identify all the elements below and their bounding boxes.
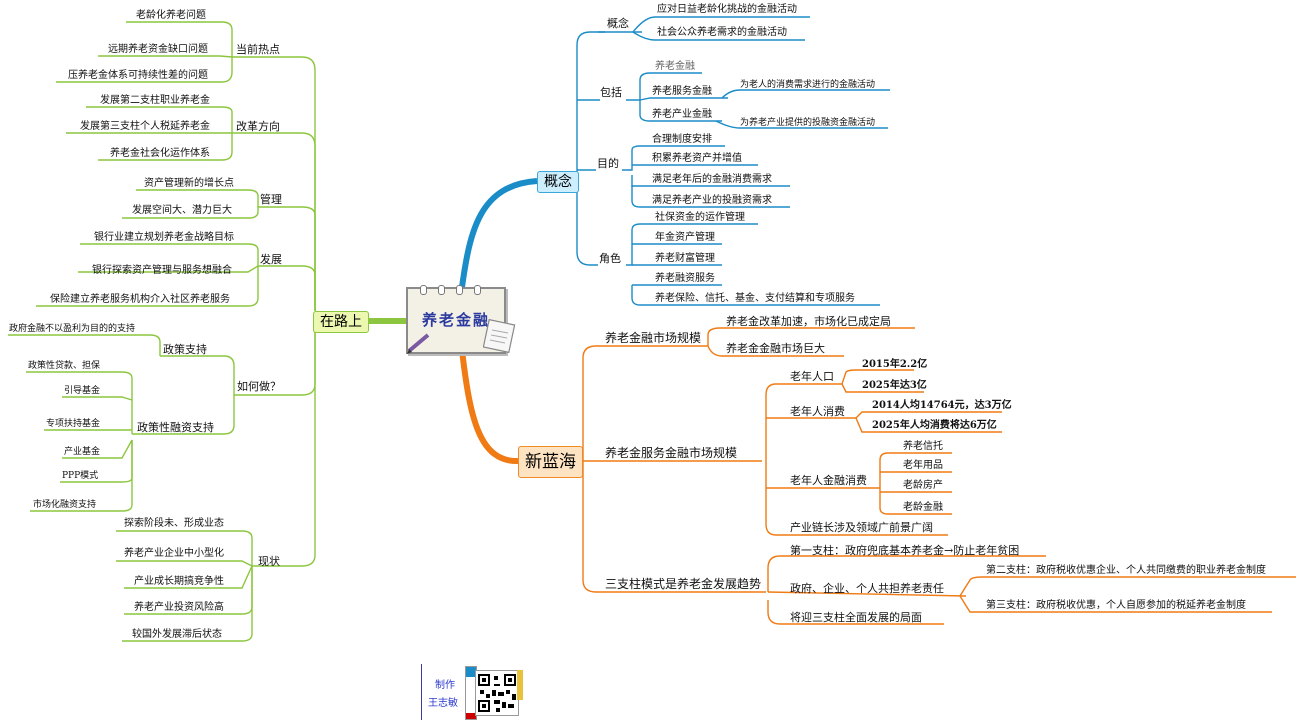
leaf[interactable]: 市场化融资支持: [33, 500, 97, 510]
leaf[interactable]: 政策性贷款、担保: [28, 361, 101, 371]
binder-ring-icon: [474, 285, 481, 295]
leaf[interactable]: 保险建立养老服务机构介入社区养老服务: [50, 294, 230, 305]
binder-ring-icon: [456, 285, 463, 295]
leaf-note[interactable]: 为养老产业提供的投融资金融活动: [740, 118, 876, 128]
node-xz[interactable]: 现状: [258, 555, 280, 568]
leaf[interactable]: 2014人均14764元，达3万亿: [872, 400, 1012, 411]
node-rz[interactable]: 政策性融资支持: [137, 421, 214, 434]
leaf[interactable]: 社会公众养老需求的金融活动: [657, 27, 787, 38]
leaf[interactable]: 较国外发展滞后状态: [132, 629, 222, 640]
leaf[interactable]: 产业基金: [64, 447, 101, 457]
credit-divider: [421, 664, 422, 720]
credit-line2: 王志敏: [428, 698, 458, 709]
leaf[interactable]: 养老财富管理: [655, 253, 715, 264]
leaf[interactable]: 养老金社会化运作体系: [110, 148, 210, 159]
leaf[interactable]: 2025年人均消费将达6万亿: [872, 420, 997, 431]
binder-ring-icon: [420, 285, 427, 295]
leaf[interactable]: 养老金改革加速，市场化已成定局: [726, 315, 891, 328]
node-gn[interactable]: 概念: [607, 17, 629, 30]
node-js[interactable]: 角色: [599, 252, 621, 265]
node-zr[interactable]: 政府、企业、个人共担养老责任: [790, 582, 944, 595]
node-zc[interactable]: 政策支持: [163, 343, 207, 356]
leaf[interactable]: 发展第二支柱职业养老金: [100, 95, 210, 106]
leaf[interactable]: 老龄金融: [903, 502, 943, 513]
leaf[interactable]: 压养老金体系可持续性差的问题: [68, 70, 208, 81]
node-jr[interactable]: 老年人金融消费: [790, 474, 867, 487]
leaf[interactable]: 老龄房产: [903, 480, 943, 491]
leaf[interactable]: 银行业建立规划养老金战略目标: [94, 232, 234, 243]
leaf[interactable]: 应对日益老龄化挑战的金融活动: [657, 4, 797, 15]
leaf[interactable]: 养老信托: [903, 441, 943, 452]
accent-strip: [517, 670, 523, 700]
leaf[interactable]: 养老金融: [655, 61, 695, 72]
leaf[interactable]: 养老保险、信托、基金、支付结算和专项服务: [655, 293, 855, 304]
leaf[interactable]: 政府金融不以盈利为目的的支持: [9, 324, 136, 334]
topic-lanhai[interactable]: 新蓝海: [518, 446, 583, 478]
leaf[interactable]: 第一支柱：政府兜底基本养老金→防止老年贫困: [790, 544, 1020, 557]
node-gl[interactable]: 管理: [260, 193, 282, 206]
leaf[interactable]: 2025年达3亿: [862, 380, 927, 391]
leaf[interactable]: 远期养老资金缺口问题: [108, 44, 208, 55]
central-topic-title: 养老金融: [421, 311, 490, 329]
topic-lushang[interactable]: 在路上: [313, 311, 369, 333]
node-hz[interactable]: 如何做？: [237, 380, 281, 393]
pencil-icon: [407, 333, 430, 354]
leaf[interactable]: 养老融资服务: [655, 273, 715, 284]
credit-box: 制作 王志敏: [421, 664, 523, 720]
leaf[interactable]: 银行探索资产管理与服务想融合: [92, 265, 232, 276]
leaf[interactable]: 养老产业金融: [652, 109, 712, 120]
leaf[interactable]: 第二支柱：政府税收优惠企业、个人共同缴费的职业养老金制度: [986, 565, 1266, 576]
leaf[interactable]: 积累养老资产并增值: [652, 153, 742, 164]
topic-gainian[interactable]: 概念: [537, 171, 579, 193]
node-xf[interactable]: 老年人消费: [790, 405, 845, 418]
leaf[interactable]: 引导基金: [64, 386, 101, 396]
node-fw[interactable]: 养老金服务金融市场规模: [605, 446, 738, 460]
node-rk[interactable]: 老年人口: [790, 370, 834, 383]
node-cy[interactable]: 产业链长涉及领域广前景广阔: [790, 521, 933, 534]
leaf[interactable]: 社保资金的运作管理: [655, 212, 745, 223]
leaf[interactable]: 发展第三支柱个人税延养老金: [80, 121, 210, 132]
leaf[interactable]: 满足老年后的金融消费需求: [652, 174, 772, 185]
leaf[interactable]: 产业成长期搞竞争性: [134, 576, 224, 587]
node-sc[interactable]: 养老金融市场规模: [605, 331, 702, 345]
central-topic-note[interactable]: 养老金融: [406, 285, 516, 354]
color-strip: [465, 666, 477, 720]
leaf[interactable]: 老龄化养老问题: [136, 10, 206, 21]
node-sz[interactable]: 三支柱模式是养老金发展趋势: [605, 577, 762, 591]
leaf[interactable]: 资产管理新的增长点: [144, 178, 234, 189]
qr-code-icon: [475, 670, 519, 716]
leaf[interactable]: 养老金金融市场巨大: [726, 342, 825, 355]
node-bk[interactable]: 包括: [600, 86, 622, 99]
leaf[interactable]: 养老产业投资风险高: [134, 602, 224, 613]
leaf[interactable]: 探索阶段未、形成业态: [124, 518, 224, 529]
leaf[interactable]: 2015年2.2亿: [862, 359, 928, 370]
leaf[interactable]: 老年用品: [903, 460, 943, 471]
node-fz[interactable]: 发展: [260, 253, 282, 266]
leaf[interactable]: 第三支柱：政府税收优惠，个人自愿参加的税延养老金制度: [986, 600, 1246, 611]
leaf[interactable]: 专项扶持基金: [46, 419, 101, 429]
clipboard-icon: [483, 319, 516, 353]
leaf[interactable]: PPP模式: [62, 471, 99, 481]
credit-line1: 制作: [435, 680, 455, 691]
leaf[interactable]: 养老产业企业中小型化: [124, 548, 224, 559]
binder-ring-icon: [438, 285, 445, 295]
leaf[interactable]: 将迎三支柱全面发展的局面: [790, 611, 922, 624]
leaf-note[interactable]: 为老人的消费需求进行的金融活动: [740, 80, 876, 90]
node-gg[interactable]: 改革方向: [236, 120, 280, 133]
leaf[interactable]: 养老服务金融: [652, 86, 712, 97]
leaf[interactable]: 发展空间大、潜力巨大: [132, 205, 232, 216]
node-rd[interactable]: 当前热点: [236, 43, 280, 56]
leaf[interactable]: 年金资产管理: [655, 232, 715, 243]
leaf[interactable]: 合理制度安排: [652, 134, 712, 145]
node-md[interactable]: 目的: [597, 157, 619, 170]
leaf[interactable]: 满足养老产业的投融资需求: [652, 195, 772, 206]
